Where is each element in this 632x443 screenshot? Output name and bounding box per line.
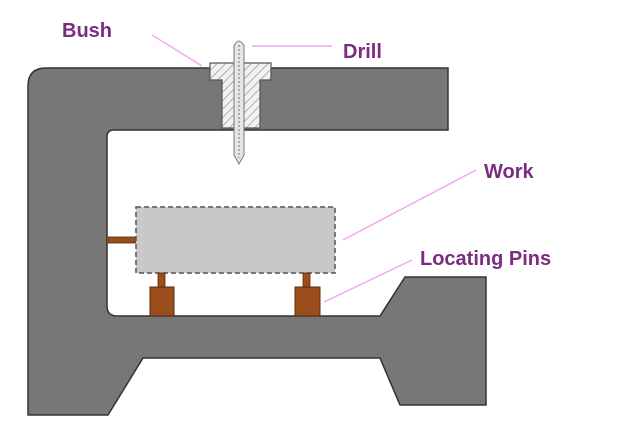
locating-pin-right	[294, 272, 321, 317]
locating-pins-leader-line	[323, 259, 413, 303]
drill-label: Drill	[343, 41, 382, 63]
bush-label: Bush	[62, 20, 112, 42]
work-piece	[135, 206, 336, 274]
side-locating-pin	[106, 236, 137, 244]
work-label: Work	[484, 161, 535, 183]
locating-pin-left	[149, 272, 175, 317]
work-leader-line	[342, 169, 477, 241]
jig-frame	[27, 67, 487, 416]
locating-pins-label: Locating Pins	[420, 248, 551, 270]
bush-leader-line	[151, 34, 203, 67]
